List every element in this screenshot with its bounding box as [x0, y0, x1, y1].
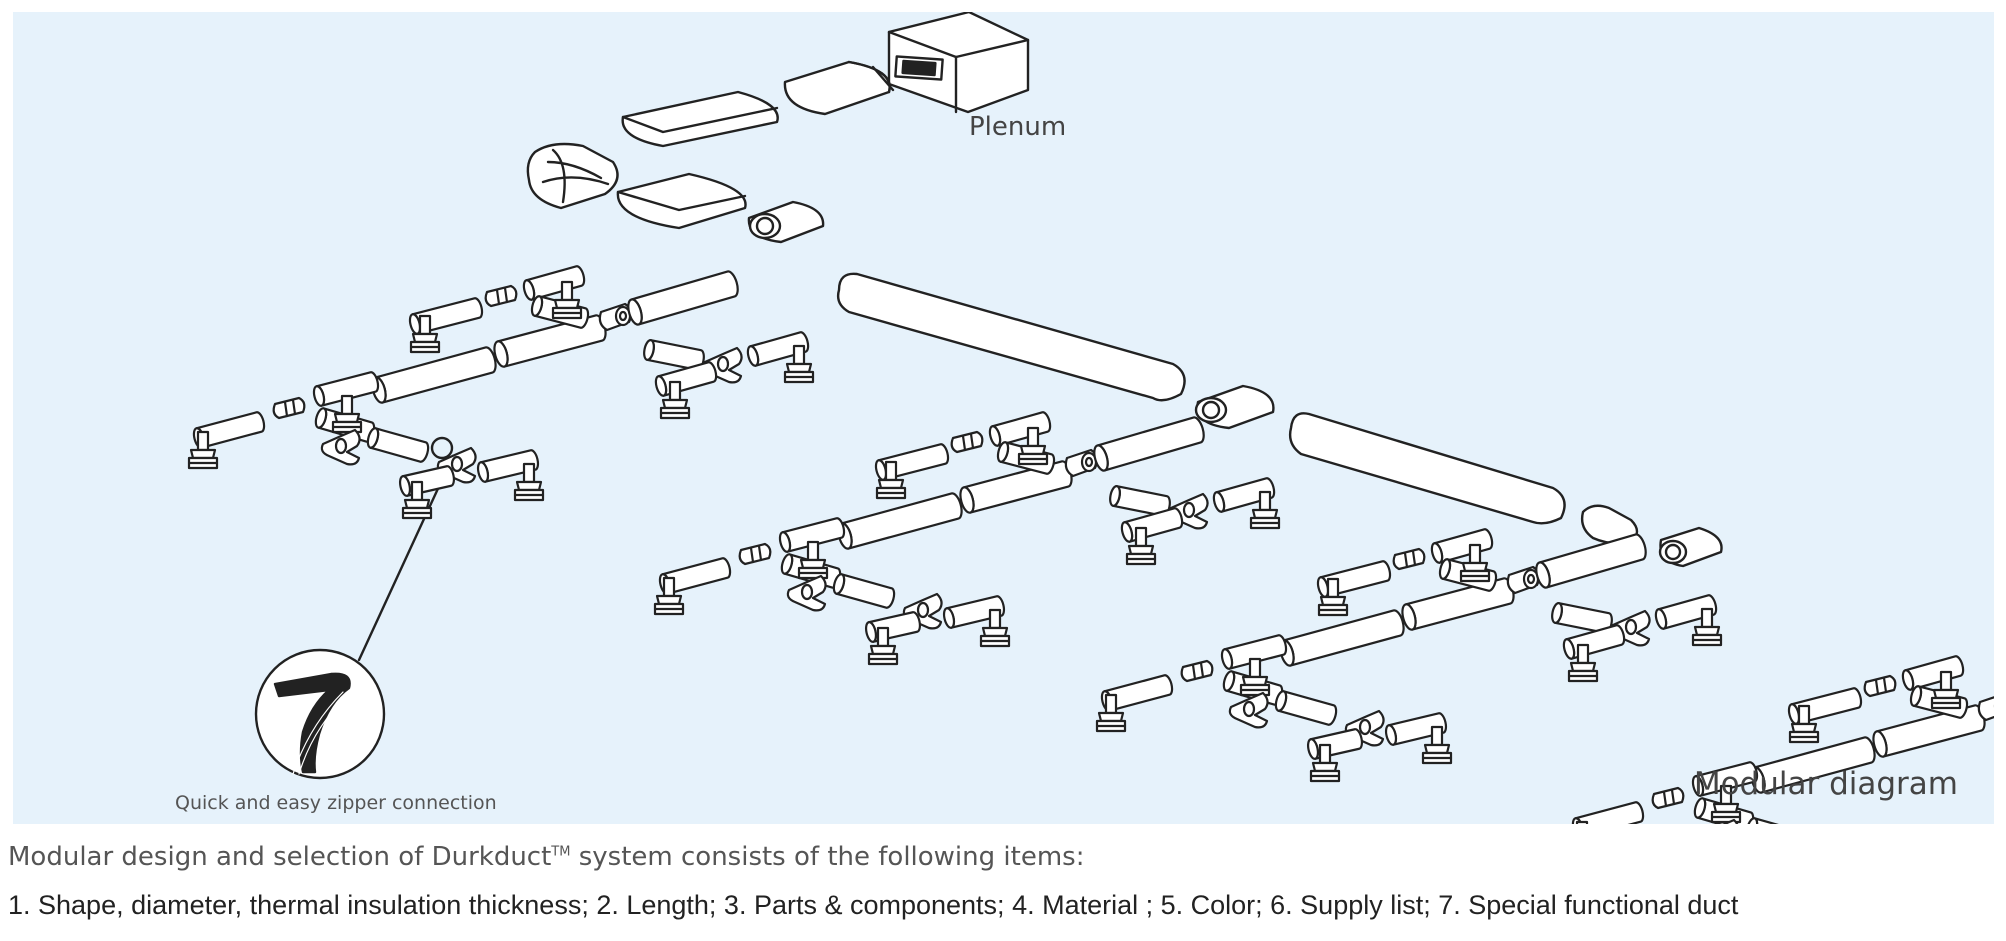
flat-oval-main-duct [621, 90, 779, 148]
trunk-tee-fitting-1 [1194, 384, 1275, 430]
duct-system-diagram [187, 12, 1994, 824]
flat-oval-secondary-duct [616, 172, 747, 230]
plenum-connector-duct [783, 60, 895, 116]
diagram-panel: Plenum Modular diagram Quick and easy zi… [13, 12, 1994, 824]
plenum-box [887, 12, 1030, 114]
main-tee-fitting [747, 200, 825, 244]
branch-module-2 [653, 411, 1281, 666]
long-oval-trunk-1 [836, 272, 1186, 402]
modular-diagram-label: Modular diagram [1693, 766, 1958, 802]
caption-intro-prefix: Modular design and selection of Durkduct [8, 842, 552, 872]
caption-intro: Modular design and selection of Durkduct… [8, 842, 1084, 872]
branch-module-4-partial [1571, 655, 1994, 824]
branch-module-3 [1095, 528, 1723, 783]
caption-items-list: 1. Shape, diameter, thermal insulation t… [8, 890, 1739, 920]
zipper-connection-label: Quick and easy zipper connection [175, 792, 497, 814]
long-oval-trunk-2 [1288, 412, 1566, 525]
zipper-callout [254, 436, 455, 780]
branch-module-1 [187, 265, 815, 520]
trademark-mark: TM [551, 844, 571, 860]
transition-piece [526, 142, 619, 210]
end-tee-fitting [1658, 526, 1723, 568]
plenum-label: Plenum [969, 112, 1067, 142]
caption-intro-suffix: system consists of the following items: [570, 842, 1085, 872]
